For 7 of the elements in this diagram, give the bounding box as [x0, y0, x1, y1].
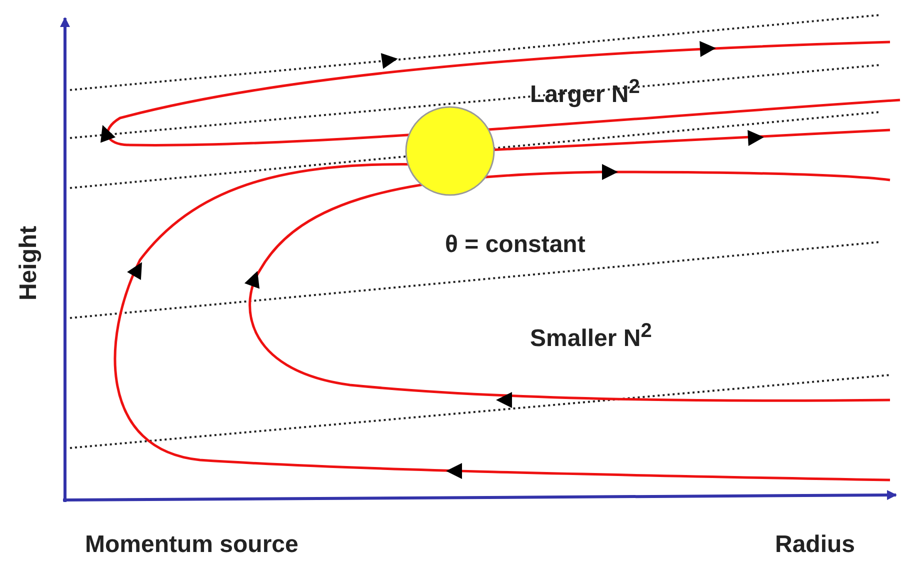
axis-label: Momentum source	[85, 532, 298, 558]
sphere-icon	[405, 106, 495, 196]
axis-label: Radius	[775, 532, 856, 558]
region-label: Larger N$^{2}$	[530, 76, 640, 108]
axis-label: Height	[16, 226, 43, 301]
region-label: Smaller N$^{2}$	[530, 320, 652, 352]
isentrope-label: θ = constant	[445, 232, 586, 258]
